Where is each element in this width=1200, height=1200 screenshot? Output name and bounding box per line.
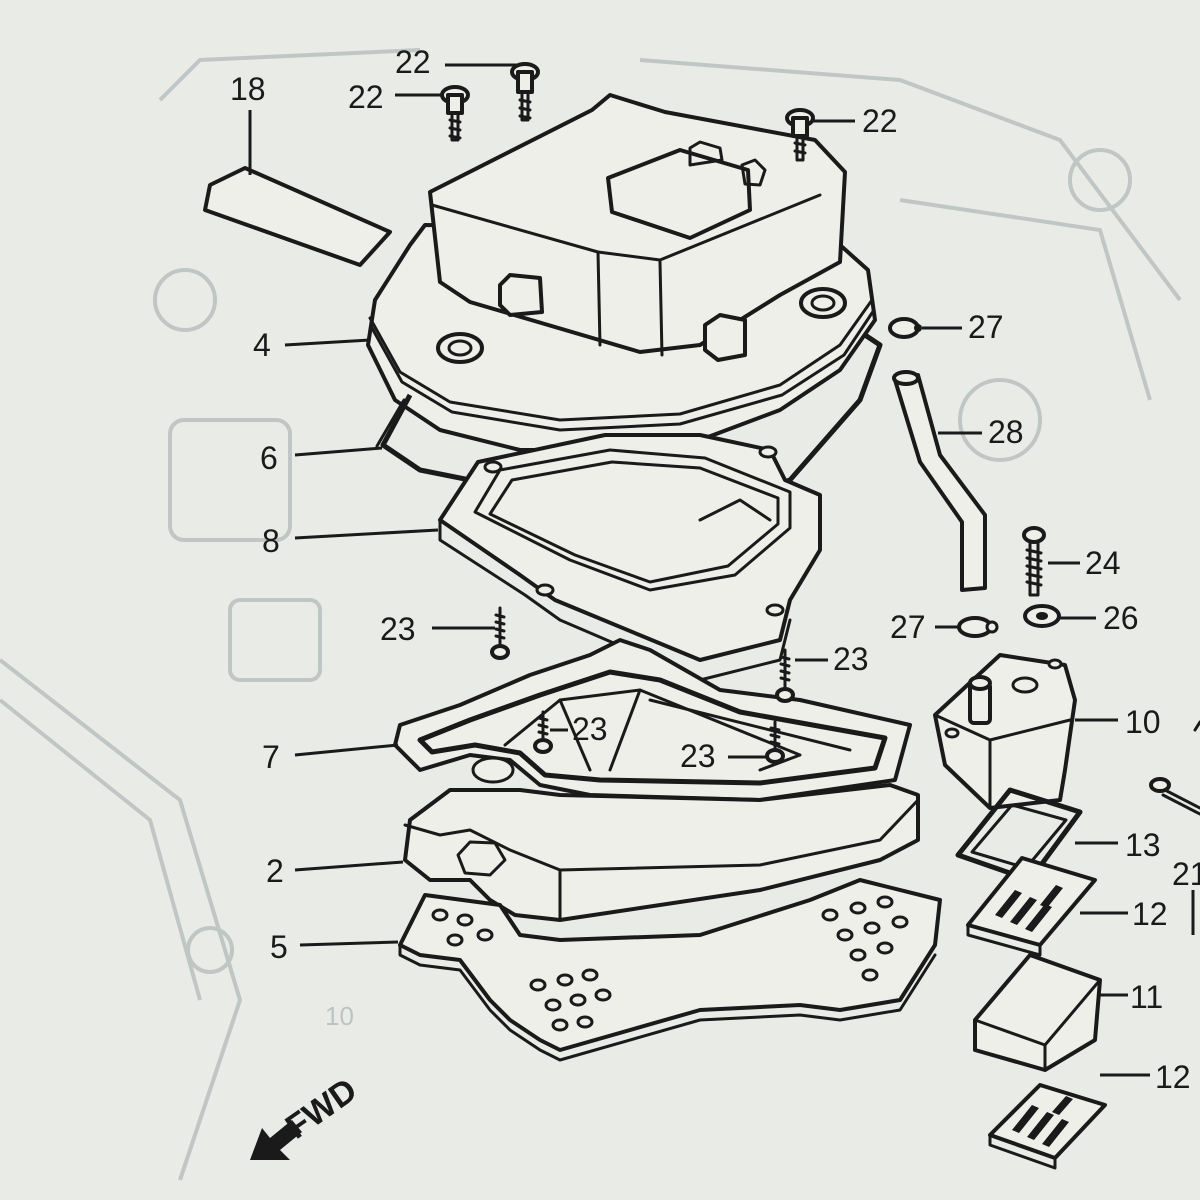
- part-24-screw: [1022, 526, 1080, 597]
- plate-holes: [431, 895, 909, 1032]
- bolt-22-left: [440, 85, 470, 142]
- label-22-top: 22: [395, 44, 431, 80]
- part-18-pad: [203, 110, 392, 267]
- fwd-label: FWD: [279, 1071, 364, 1147]
- part-11-filter: [973, 953, 1128, 1072]
- label-23-c: 23: [572, 711, 608, 747]
- label-12-lower: 12: [1155, 1059, 1191, 1095]
- label-22-right: 22: [862, 103, 898, 139]
- label-7: 7: [262, 739, 280, 775]
- label-10: 10: [1125, 704, 1161, 740]
- part-21-bolt: [1149, 720, 1200, 935]
- label-27-upper: 27: [968, 309, 1004, 345]
- part-26-washer: [1023, 604, 1096, 628]
- bleed-through-background: 10: [0, 48, 1182, 1181]
- screw-23-d: [765, 720, 785, 764]
- bolt-22-middle: [510, 62, 540, 122]
- part-27-clamp-lower: [935, 616, 999, 638]
- bolt-22-right: [785, 108, 815, 162]
- label-6: 6: [260, 440, 278, 476]
- screw-23-a: [490, 606, 510, 660]
- part-2-filter-element: [294, 783, 920, 922]
- label-27-lower: 27: [890, 609, 926, 645]
- screw-23-b: [775, 648, 795, 703]
- label-11: 11: [1130, 979, 1163, 1015]
- ghost-label-10: 10: [325, 1001, 354, 1031]
- label-28: 28: [988, 414, 1024, 450]
- part-22-bolts: [395, 62, 855, 162]
- callout-labels: 18 22 22 22 4 27 28 6 8 24 23 27 26 23 2…: [230, 44, 1200, 1095]
- part-12-plate-lower: [988, 1073, 1150, 1170]
- label-26: 26: [1103, 600, 1139, 636]
- label-24: 24: [1085, 545, 1121, 581]
- label-23-b: 23: [833, 641, 869, 677]
- label-23-d: 23: [680, 738, 716, 774]
- label-4: 4: [253, 327, 271, 363]
- label-21: 21: [1172, 856, 1200, 892]
- part-23-screws: [432, 606, 828, 764]
- part-27-clamp-upper: [888, 317, 962, 339]
- screw-23-c: [533, 710, 553, 754]
- label-18: 18: [230, 71, 266, 107]
- part-4-air-cleaner-cover: [284, 93, 877, 452]
- label-13: 13: [1125, 827, 1161, 863]
- fwd-direction-indicator: FWD: [250, 1071, 364, 1160]
- label-5: 5: [270, 929, 288, 965]
- part-12-plate-upper: [966, 856, 1128, 957]
- part-13-gasket: [955, 787, 1118, 883]
- label-2: 2: [266, 853, 284, 889]
- part-8-base-frame: [294, 433, 822, 682]
- part-10-breather-chamber: [933, 653, 1118, 810]
- part-5-perforated-plate: [299, 878, 942, 1062]
- label-22-left: 22: [348, 79, 384, 115]
- label-8: 8: [262, 523, 280, 559]
- label-23-a: 23: [380, 611, 416, 647]
- part-28-hose: [892, 370, 987, 592]
- label-12-upper: 12: [1132, 896, 1168, 932]
